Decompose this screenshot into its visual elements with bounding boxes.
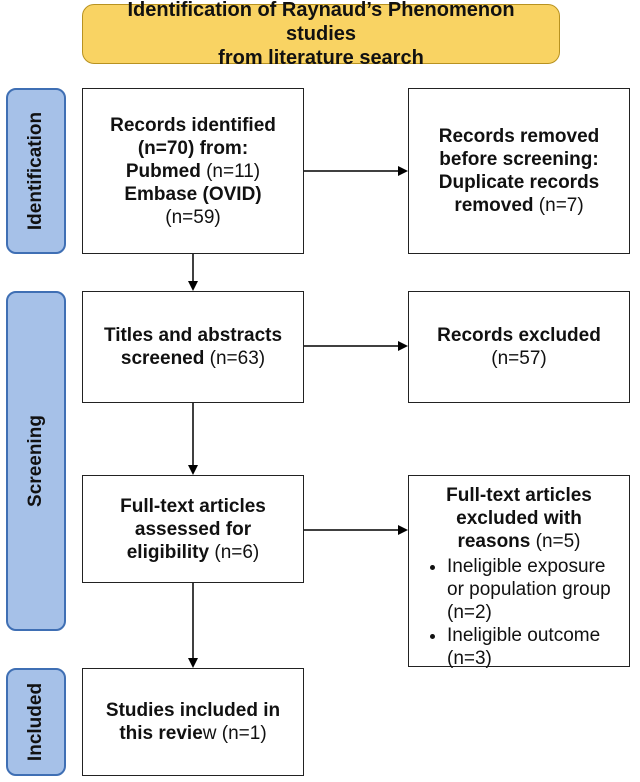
records-identified-box: Records identified (n=70) from: Pubmed (… <box>82 88 304 254</box>
pubmed-count: (n=11) <box>206 160 261 182</box>
records-removed-line4: removed <box>454 195 534 216</box>
exclusion-reason-item: Ineligible exposure or population group … <box>447 555 621 624</box>
embase-count: (n=59) <box>165 206 221 228</box>
studies-included-box: Studies included in this review (n=1) <box>82 668 304 776</box>
fulltext-line1: Full-text articles <box>120 495 266 517</box>
records-removed-line3: Duplicate records <box>438 172 600 193</box>
screened-count: (n=63) <box>209 348 266 369</box>
fulltext-excluded-line1: Full-text articles <box>446 485 592 506</box>
diagram-title: Identification of Raynaud’s Phenomenon s… <box>82 0 560 69</box>
records-identified-line1: Records identified <box>110 114 276 136</box>
fulltext-assessed-box: Full-text articles assessed for eligibil… <box>82 475 304 583</box>
records-excluded-count: (n=57) <box>491 348 547 369</box>
screened-line2: screened <box>120 348 205 369</box>
screened-line1: Titles and abstracts <box>103 325 283 346</box>
stage-screening: Screening <box>6 291 66 631</box>
title-line-2: from literature search <box>218 47 424 69</box>
stage-included: Included <box>6 668 66 776</box>
records-removed-line2: before screening: <box>439 149 599 170</box>
fulltext-excluded-count: (n=5) <box>535 531 581 552</box>
included-line2b: w <box>202 723 217 744</box>
screened-box: Titles and abstracts screened (n=63) <box>82 291 304 403</box>
fulltext-excluded-line2: excluded with <box>456 508 582 529</box>
records-excluded-line1: Records excluded <box>437 325 601 346</box>
pubmed-label: Pubmed <box>125 160 201 182</box>
embase-label: Embase (OVID) <box>124 183 262 205</box>
included-line1: Studies included in <box>105 700 281 721</box>
exclusion-reasons-list: Ineligible exposure or population group … <box>417 555 621 670</box>
fulltext-line3: eligibility <box>126 541 210 563</box>
fulltext-excluded-box: Full-text articles excluded with reasons… <box>408 475 630 670</box>
fulltext-count: (n=6) <box>214 541 260 563</box>
fulltext-excluded-line3: reasons <box>457 531 531 552</box>
records-identified-line2: (n=70) from: <box>137 137 249 159</box>
records-removed-line1: Records removed <box>438 126 600 147</box>
fulltext-line2: assessed for <box>134 518 252 540</box>
records-removed-count: (n=7) <box>538 195 584 216</box>
stage-identification: Identification <box>6 88 66 254</box>
included-line2a: this revie <box>119 723 203 744</box>
exclusion-reason-item: Ineligible outcome (n=3) <box>447 624 621 670</box>
records-excluded-box: Records excluded (n=57) <box>408 291 630 403</box>
title-line-1: Identification of Raynaud’s Phenomenon s… <box>127 0 515 45</box>
records-removed-box: Records removed before screening: Duplic… <box>408 88 630 254</box>
included-count: (n=1) <box>221 723 267 744</box>
